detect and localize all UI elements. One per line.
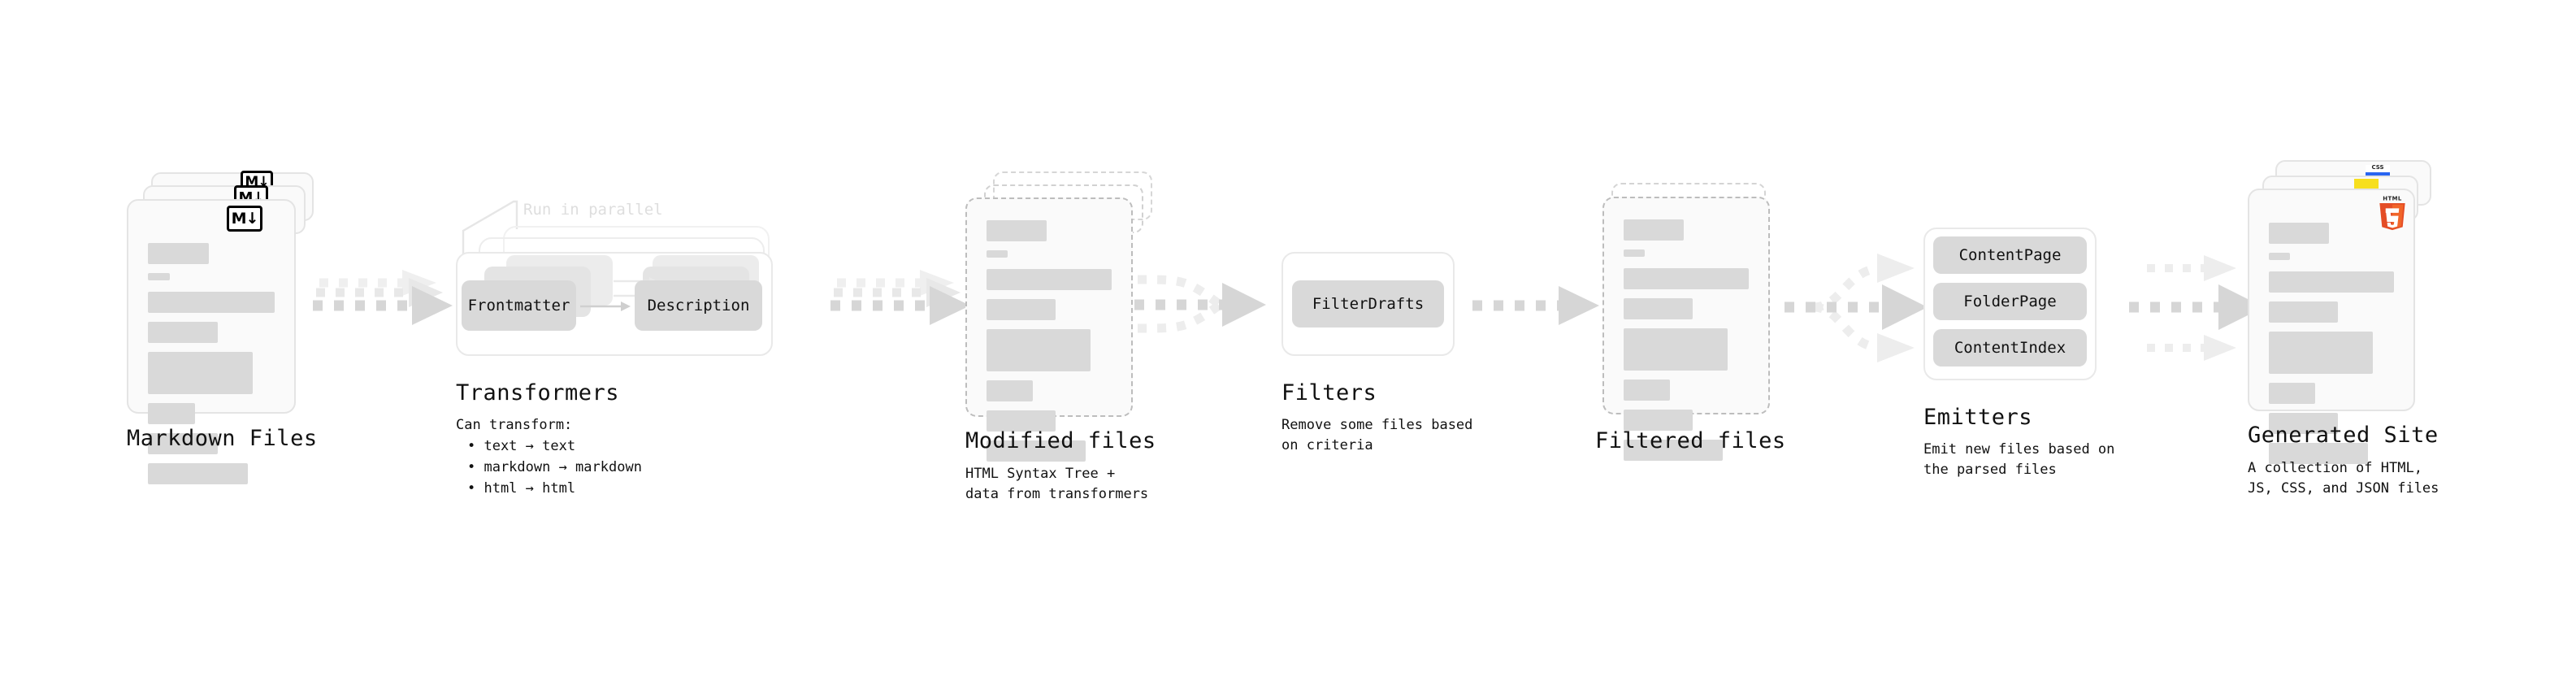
stage-title-emitters: Emitters xyxy=(1923,405,2033,430)
placeholder-line xyxy=(987,440,1086,462)
svg-text:HTML: HTML xyxy=(2383,195,2402,202)
transformers-subtitle: Can transform: xyxy=(456,417,573,433)
arrow-filtered-to-emitters xyxy=(1785,236,1947,382)
arrow-emitters-to-site xyxy=(2113,236,2292,382)
stage-title-transformers: Transformers xyxy=(456,380,620,406)
filters-subtitle-0: Remove some files based xyxy=(1281,417,1473,433)
css-badge-bar xyxy=(2366,172,2390,176)
filter-chip-filterdrafts[interactable]: FilterDrafts xyxy=(1292,280,1444,327)
arrow-filters-to-filtered xyxy=(1472,286,1602,343)
site-card-content xyxy=(2269,223,2394,473)
emitter-chip-label: FolderPage xyxy=(1963,293,2057,310)
placeholder-line xyxy=(1624,219,1684,241)
placeholder-line xyxy=(1624,268,1749,289)
placeholder-line xyxy=(987,410,1056,432)
filtered-card-content xyxy=(1624,219,1749,470)
run-in-parallel-bracket xyxy=(462,200,518,254)
site-card-front xyxy=(2248,189,2415,464)
placeholder-line xyxy=(148,243,209,264)
placeholder-line xyxy=(1624,328,1728,371)
placeholder-line xyxy=(148,463,249,484)
placeholder-line xyxy=(987,380,1033,401)
placeholder-line xyxy=(987,220,1047,241)
stage-title-markdown-files: Markdown Files xyxy=(127,426,318,451)
placeholder-line xyxy=(1624,410,1693,431)
emitter-chip-label: ContentPage xyxy=(1958,246,2062,264)
placeholder-line xyxy=(2269,223,2329,244)
arrow-modified-to-filters xyxy=(1134,258,1289,372)
placeholder-line xyxy=(148,403,195,424)
emitter-chip-label: ContentIndex xyxy=(1954,339,2066,357)
placeholder-line xyxy=(148,322,218,343)
transformer-chip-label: Frontmatter xyxy=(467,297,570,314)
emitter-chip-contentindex[interactable]: ContentIndex xyxy=(1933,329,2087,367)
modified-card-content xyxy=(987,220,1112,471)
placeholder-line xyxy=(987,329,1091,371)
transformer-inner-arrow xyxy=(580,301,631,311)
stage-title-modified-files: Modified files xyxy=(965,428,1156,453)
placeholder-line xyxy=(987,299,1056,320)
emitter-chip-folderpage[interactable]: FolderPage xyxy=(1933,283,2087,320)
emitter-chip-contentpage[interactable]: ContentPage xyxy=(1933,236,2087,274)
placeholder-line xyxy=(148,352,254,394)
arrow-md-to-transformers xyxy=(313,268,455,349)
stage-title-generated-site: Generated Site xyxy=(2248,423,2439,448)
generated-site-subtitle-1: JS, CSS, and JSON files xyxy=(2248,480,2439,497)
filter-chip-label: FilterDrafts xyxy=(1312,295,1425,313)
placeholder-line xyxy=(987,269,1112,290)
placeholder-line xyxy=(2269,443,2368,464)
placeholder-line xyxy=(1624,380,1670,401)
filters-subtitle-1: on criteria xyxy=(1281,437,1373,453)
placeholder-line xyxy=(1624,298,1693,319)
css-badge: CSS xyxy=(2366,164,2390,176)
transformers-bullet-2: • html → html xyxy=(467,480,576,497)
markdown-card-content xyxy=(148,243,275,493)
modified-files-subtitle-0: HTML Syntax Tree + xyxy=(965,466,1116,482)
run-in-parallel-label: Run in parallel xyxy=(523,201,663,219)
transformer-chip-description[interactable]: Description xyxy=(635,280,762,331)
placeholder-line xyxy=(2269,271,2394,293)
transformers-bullet-1: • markdown → markdown xyxy=(467,459,642,475)
placeholder-line xyxy=(148,433,218,454)
markdown-badge-icon: M↓ xyxy=(227,206,262,232)
transformer-chip-frontmatter[interactable]: Frontmatter xyxy=(462,280,576,331)
modified-card-front xyxy=(965,197,1133,462)
emitters-subtitle-0: Emit new files based on xyxy=(1923,441,2115,458)
markdown-card-front xyxy=(127,199,296,484)
placeholder-line xyxy=(2269,332,2373,374)
placeholder-line xyxy=(2269,383,2315,404)
html5-badge-icon: HTML xyxy=(2379,195,2405,231)
placeholder-line xyxy=(1624,249,1646,257)
transformer-chip-label: Description xyxy=(647,297,750,314)
css-badge-text: CSS xyxy=(2371,164,2384,171)
filtered-card-front xyxy=(1602,197,1770,461)
stage-title-filtered-files: Filtered files xyxy=(1595,428,1786,453)
placeholder-line xyxy=(148,292,275,313)
generated-site-subtitle-0: A collection of HTML, xyxy=(2248,460,2422,476)
placeholder-line xyxy=(1624,440,1723,461)
transformers-bullet-0: • text → text xyxy=(467,438,576,454)
placeholder-line xyxy=(148,273,170,280)
placeholder-line xyxy=(2269,253,2291,260)
placeholder-line xyxy=(2269,413,2338,434)
modified-files-subtitle-1: data from transformers xyxy=(965,486,1149,502)
arrow-transformers-to-modified xyxy=(830,268,973,349)
stage-title-filters: Filters xyxy=(1281,380,1377,406)
placeholder-line xyxy=(987,250,1008,258)
placeholder-line xyxy=(2269,301,2338,323)
emitters-subtitle-1: the parsed files xyxy=(1923,462,2057,478)
